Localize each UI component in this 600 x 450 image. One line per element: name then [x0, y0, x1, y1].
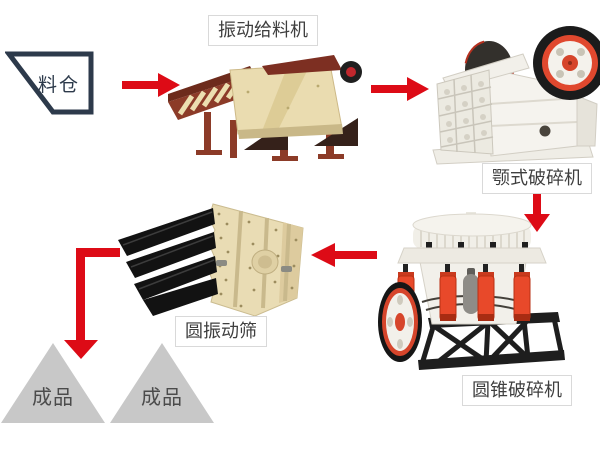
product-right-label: 成品	[141, 387, 183, 409]
product-triangle-right: 成品	[110, 343, 214, 423]
jaw-crusher-label: 颚式破碎机	[482, 163, 592, 194]
hopper-node: 料仓	[5, 48, 97, 120]
product-left-label: 成品	[32, 387, 74, 409]
feeder-label-text: 振动给料机	[218, 20, 308, 40]
vibrating-screen-image	[118, 203, 304, 317]
arrow-cone-to-screen	[311, 243, 377, 267]
vibrating-feeder-image	[168, 55, 362, 161]
cone-crusher-image	[378, 212, 565, 370]
jaw-crusher-label-text: 颚式破碎机	[492, 168, 582, 188]
arrow-hopper-to-feeder	[122, 73, 180, 97]
arrow-feeder-to-jaw	[371, 77, 429, 101]
cone-crusher-label: 圆锥破碎机	[462, 375, 572, 406]
screen-label: 圆振动筛	[175, 316, 267, 347]
screen-label-text: 圆振动筛	[185, 321, 257, 341]
cone-crusher-label-text: 圆锥破碎机	[472, 380, 562, 400]
arrow-jaw-to-cone	[524, 192, 550, 232]
hopper-outline-icon	[5, 51, 94, 115]
jaw-crusher-image	[432, 26, 600, 165]
arrow-screen-to-product	[64, 248, 120, 359]
feeder-label: 振动给料机	[208, 15, 318, 46]
hopper-label: 料仓	[38, 75, 81, 96]
